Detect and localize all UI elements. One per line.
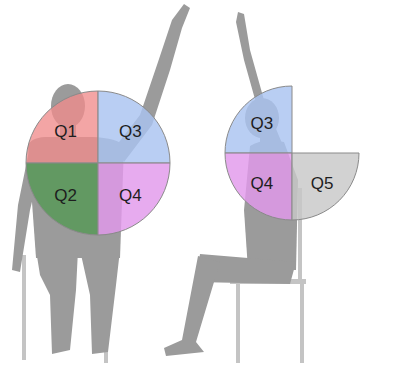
quadrant-sector: Q1 (26, 91, 98, 163)
quadrant-label: Q4 (119, 187, 142, 204)
quadrant-sector: Q3 (98, 91, 170, 163)
quadrant-label: Q2 (54, 187, 77, 204)
quadrant-label: Q3 (251, 114, 274, 131)
quadrant-label: Q4 (251, 175, 274, 192)
quadrant-label: Q1 (54, 122, 77, 139)
quadrant-sector: Q3 (225, 86, 292, 153)
quadrant-sector: Q4 (98, 163, 170, 235)
quadrant-sector: Q4 (225, 153, 292, 220)
quadrant-sector: Q5 (292, 153, 359, 220)
quadrant-label: Q3 (119, 122, 142, 139)
quadrant-sector: Q2 (26, 163, 98, 235)
quadrant-label: Q5 (311, 175, 334, 192)
